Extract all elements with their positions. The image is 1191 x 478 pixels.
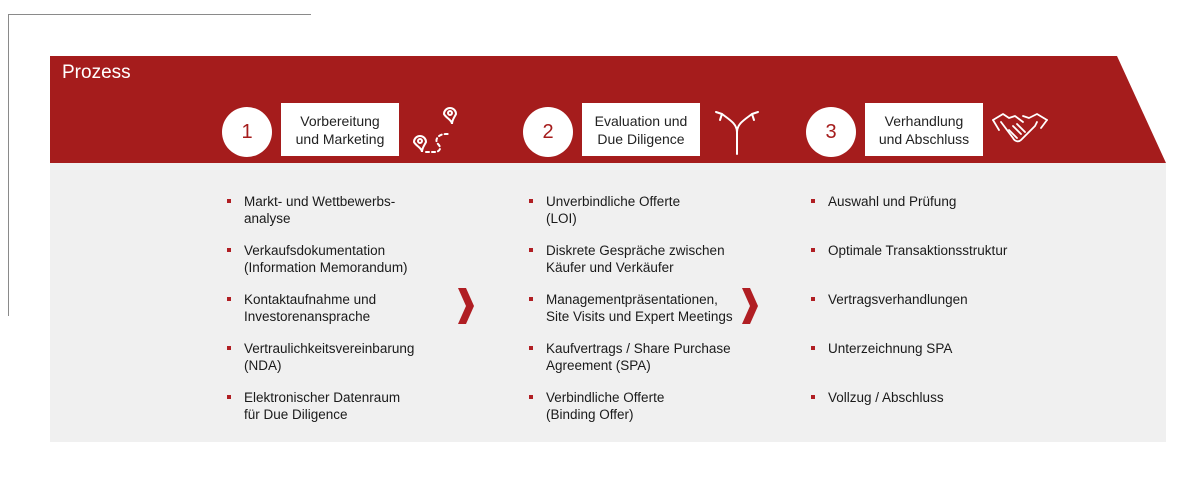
step-2-label: Evaluation und Due Diligence	[582, 103, 700, 156]
list-item: Diskrete Gespräche zwischen Käufer und V…	[528, 242, 768, 276]
route-map-pin-icon	[412, 107, 458, 153]
frame-line-top	[8, 14, 311, 15]
step-3-number: 3	[806, 107, 856, 157]
list-item: Verkaufsdokumentation (Information Memor…	[226, 242, 476, 276]
list-item: Kontaktaufnahme und Investorenansprache	[226, 291, 476, 325]
step-3-label-line1: Verhandlung	[884, 112, 964, 129]
step-2-bullets: Unverbindliche Offerte (LOI) Diskrete Ge…	[528, 193, 768, 423]
list-item: Vertraulichkeitsvereinbarung (NDA)	[226, 340, 476, 374]
step-1-label-line2: und Marketing	[295, 130, 385, 147]
list-item: Elektronischer Datenraum für Due Diligen…	[226, 389, 476, 423]
chevron-right-icon	[742, 288, 758, 324]
list-item: Unterzeichnung SPA	[810, 340, 1070, 357]
step-1-number: 1	[222, 107, 272, 157]
chevron-right-icon	[458, 288, 474, 324]
step-2-number: 2	[523, 107, 573, 157]
list-item: Auswahl und Prüfung	[810, 193, 1070, 210]
step-1-bullets: Markt- und Wettbewerbs- analyse Verkaufs…	[226, 193, 476, 423]
split-arrows-icon	[715, 111, 759, 155]
content-panel	[50, 163, 1166, 442]
list-item: Optimale Transaktionsstruktur	[810, 242, 1070, 259]
list-item: Vollzug / Abschluss	[810, 389, 1070, 406]
step-3-bullets: Auswahl und Prüfung Optimale Transaktion…	[810, 193, 1070, 406]
step-3-label: Verhandlung und Abschluss	[865, 103, 983, 156]
banner-title: Prozess	[62, 62, 131, 83]
list-item: Unverbindliche Offerte (LOI)	[528, 193, 768, 227]
handshake-icon	[992, 113, 1048, 143]
list-item: Vertragsverhandlungen	[810, 291, 1070, 308]
step-2-label-line1: Evaluation und	[594, 112, 688, 129]
step-2-label-line2: Due Diligence	[597, 130, 685, 147]
step-1-label: Vorbereitung und Marketing	[281, 103, 399, 156]
list-item: Kaufvertrags / Share Purchase Agreement …	[528, 340, 768, 374]
list-item: Managementpräsentationen, Site Visits un…	[528, 291, 768, 325]
list-item: Verbindliche Offerte (Binding Offer)	[528, 389, 768, 423]
step-3-label-line2: und Abschluss	[878, 130, 970, 147]
frame-line-left	[8, 14, 9, 316]
step-1-label-line1: Vorbereitung	[300, 112, 380, 129]
list-item: Markt- und Wettbewerbs- analyse	[226, 193, 476, 227]
